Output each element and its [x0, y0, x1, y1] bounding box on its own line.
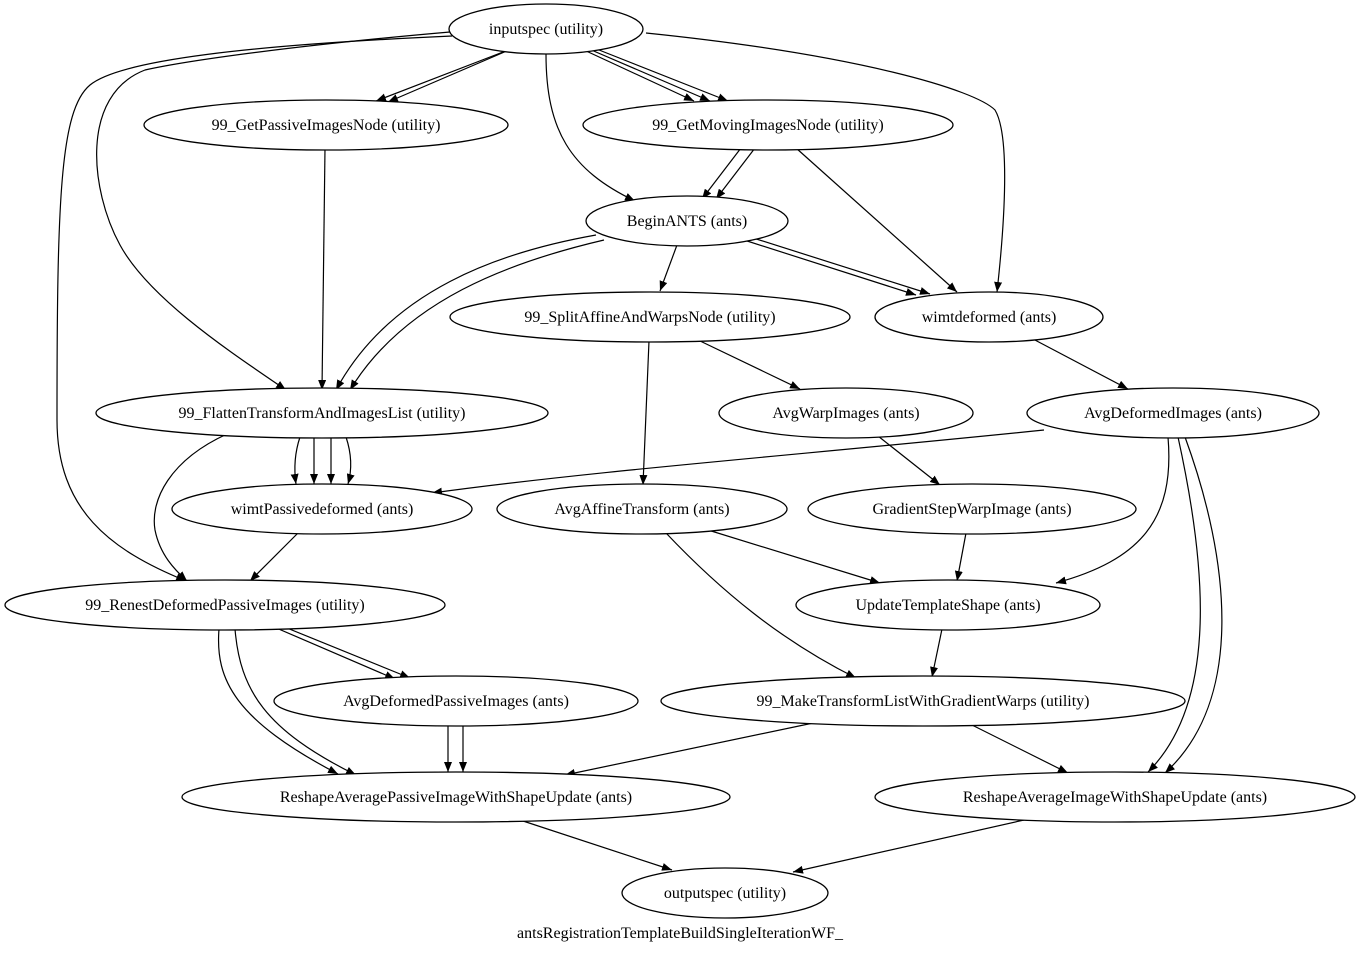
- node-avgdefpassive[interactable]: AvgDeformedPassiveImages (ants): [273, 675, 639, 727]
- edge-flatten-wimtpassive: [290, 436, 355, 485]
- edge-avgdeformed-updatetemplate: [1055, 436, 1170, 585]
- node-label: wimtdeformed (ants): [922, 309, 1057, 326]
- node-label: AvgDeformedImages (ants): [1084, 405, 1262, 422]
- edge-avgdefpassive-reshapepassive: [444, 725, 467, 772]
- edge-reshapepassive-outputspec: [519, 819, 673, 871]
- node-beginants[interactable]: BeginANTS (ants): [585, 195, 789, 247]
- edge-inputspec-getpassive: [375, 49, 510, 103]
- edge-inputspec-beginants: [545, 53, 636, 202]
- edge-inputspec-getmoving: [583, 47, 729, 102]
- node-maketransform[interactable]: 99_MakeTransformListWithGradientWarps (u…: [660, 675, 1186, 727]
- node-renest[interactable]: 99_RenestDeformedPassiveImages (utility): [4, 579, 446, 631]
- node-avgdeformed[interactable]: AvgDeformedImages (ants): [1026, 387, 1320, 439]
- node-label: 99_GetMovingImagesNode (utility): [652, 117, 884, 134]
- edge-beginants-wimtdeformed: [743, 236, 931, 296]
- edge-splitaffine-avgaffine: [639, 340, 650, 486]
- node-label: 99_MakeTransformListWithGradientWarps (u…: [757, 693, 1090, 710]
- node-splitaffine[interactable]: 99_SplitAffineAndWarpsNode (utility): [449, 291, 851, 343]
- node-updatetemplate[interactable]: UpdateTemplateShape (ants): [795, 579, 1101, 631]
- node-avgaffine[interactable]: AvgAffineTransform (ants): [496, 483, 788, 535]
- node-label: inputspec (utility): [489, 21, 603, 38]
- node-label: 99_RenestDeformedPassiveImages (utility): [85, 597, 365, 614]
- node-flatten[interactable]: 99_FlattenTransformAndImagesList (utilit…: [95, 387, 549, 439]
- edge-avgdeformed-reshapeavg: [1147, 436, 1223, 774]
- node-label: AvgAffineTransform (ants): [554, 501, 729, 518]
- node-label: BeginANTS (ants): [627, 213, 747, 230]
- edge-splitaffine-avgwarp: [697, 339, 801, 390]
- node-label: 99_GetPassiveImagesNode (utility): [212, 117, 441, 134]
- edge-inputspec-renest: [56, 35, 453, 582]
- graph-caption: antsRegistrationTemplateBuildSingleItera…: [517, 925, 844, 942]
- node-label: outputspec (utility): [664, 885, 786, 902]
- edge-avgwarp-gradientstep: [877, 435, 941, 486]
- edge-renest-avgdefpassive: [273, 625, 411, 680]
- edge-beginants-flatten: [335, 234, 605, 391]
- graph-edges: [56, 31, 1223, 874]
- node-inputspec[interactable]: inputspec (utility): [448, 3, 644, 55]
- node-getmoving[interactable]: 99_GetMovingImagesNode (utility): [582, 99, 954, 151]
- edge-getmoving-beginants: [701, 147, 756, 200]
- edge-avgdeformed-wimtpassive: [431, 429, 1045, 496]
- edge-maketransform-reshapepassive: [564, 721, 819, 777]
- edge-inputspec-flatten: [96, 31, 451, 391]
- edge-inputspec-wimtdeformed: [645, 32, 1006, 293]
- edge-avgaffine-maketransform: [665, 532, 857, 679]
- node-wimtdeformed[interactable]: wimtdeformed (ants): [874, 291, 1104, 343]
- edge-reshapeavg-outputspec: [792, 819, 1025, 874]
- node-label: wimtPassivedeformed (ants): [231, 501, 414, 518]
- edge-renest-reshapepassive: [217, 628, 357, 776]
- node-label: GradientStepWarpImage (ants): [872, 501, 1071, 518]
- edge-beginants-splitaffine: [659, 244, 678, 292]
- node-wimtpassive[interactable]: wimtPassivedeformed (ants): [171, 483, 473, 535]
- node-label: ReshapeAverageImageWithShapeUpdate (ants…: [963, 789, 1267, 806]
- node-label: UpdateTemplateShape (ants): [855, 597, 1040, 614]
- edge-maketransform-reshapeavg: [967, 722, 1069, 774]
- graph-nodes: inputspec (utility) 99_GetPassiveImagesN…: [4, 3, 1356, 919]
- edge-wimtpassive-renest: [249, 532, 299, 582]
- edge-updatetemplate-maketransform: [930, 628, 943, 678]
- edge-getpassive-flatten: [318, 147, 327, 391]
- node-label: ReshapeAveragePassiveImageWithShapeUpdat…: [280, 789, 632, 806]
- edge-flatten-renest: [153, 433, 228, 582]
- node-getpassive[interactable]: 99_GetPassiveImagesNode (utility): [143, 99, 509, 151]
- node-avgwarp[interactable]: AvgWarpImages (ants): [718, 387, 974, 439]
- edge-avgaffine-updatetemplate: [707, 529, 881, 584]
- node-label: 99_FlattenTransformAndImagesList (utilit…: [179, 405, 466, 422]
- node-label: AvgWarpImages (ants): [772, 405, 919, 422]
- edge-getmoving-wimtdeformed: [795, 147, 958, 293]
- node-gradientstep[interactable]: GradientStepWarpImage (ants): [807, 483, 1137, 535]
- node-reshapepassive[interactable]: ReshapeAveragePassiveImageWithShapeUpdat…: [181, 771, 731, 823]
- edge-wimtdeformed-avgdeformed: [1032, 338, 1129, 390]
- node-label: 99_SplitAffineAndWarpsNode (utility): [524, 309, 775, 326]
- node-outputspec[interactable]: outputspec (utility): [621, 867, 829, 919]
- node-reshapeavg[interactable]: ReshapeAverageImageWithShapeUpdate (ants…: [874, 771, 1356, 823]
- node-label: AvgDeformedPassiveImages (ants): [343, 693, 569, 710]
- edge-gradientstep-updatetemplate: [954, 532, 967, 582]
